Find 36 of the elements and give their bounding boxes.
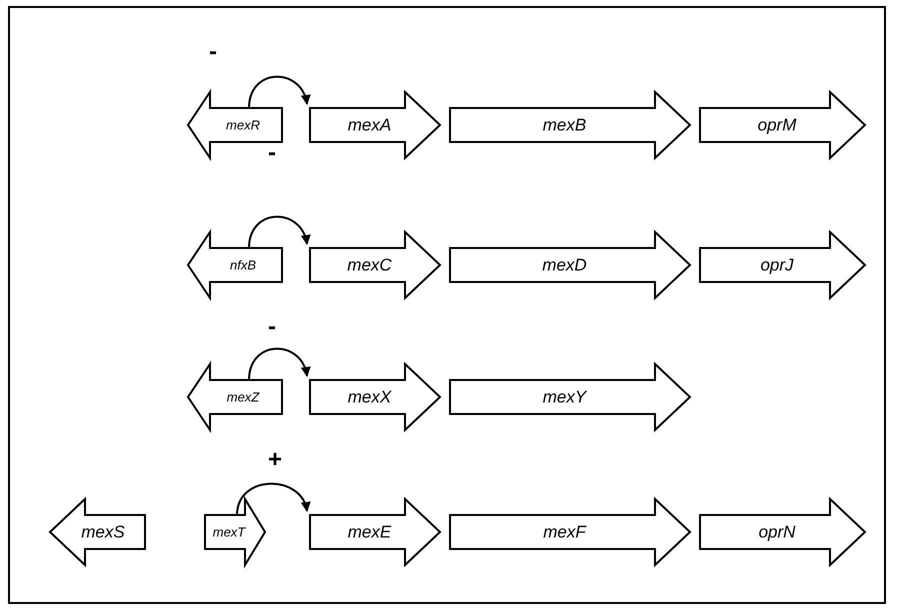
gene-block [310,92,440,158]
gene-name: oprN [758,524,796,540]
regulation-arrow [248,348,310,380]
gene-block [310,364,440,430]
gene-name: mexT [212,526,246,538]
gene-block [700,232,865,298]
gene-name: mexX [348,388,392,406]
gene-name: mexZ [226,390,260,404]
gene-name: mexD [542,256,587,274]
regulation-arrow [248,216,310,248]
regulation-sign: - [268,141,276,165]
gene-block [450,499,690,565]
gene-name: oprM [758,116,796,134]
gene-block [450,232,690,298]
gene-block [310,232,440,298]
gene-name: mexA [348,116,392,134]
regulation-arrow [248,76,310,108]
regulation-arrow [236,482,310,516]
gene-block [450,364,690,430]
gene-name: oprJ [760,256,794,274]
gene-name: mexR [226,118,260,132]
gene-block [310,499,440,565]
regulation-sign: - [209,40,217,64]
gene-name: mexY [542,388,586,406]
regulation-sign: + [268,448,282,472]
regulation-sign: - [268,315,276,339]
gene-name: mexS [81,524,125,540]
gene-name: mexF [543,524,586,540]
gene-block [450,92,690,158]
gene-name: mexB [542,116,586,134]
gene-block [50,499,145,565]
gene-block [700,499,865,565]
gene-name: mexC [347,256,392,274]
gene-name: nfxB [230,258,256,272]
gene-block [700,92,865,158]
gene-name: mexE [348,524,392,540]
